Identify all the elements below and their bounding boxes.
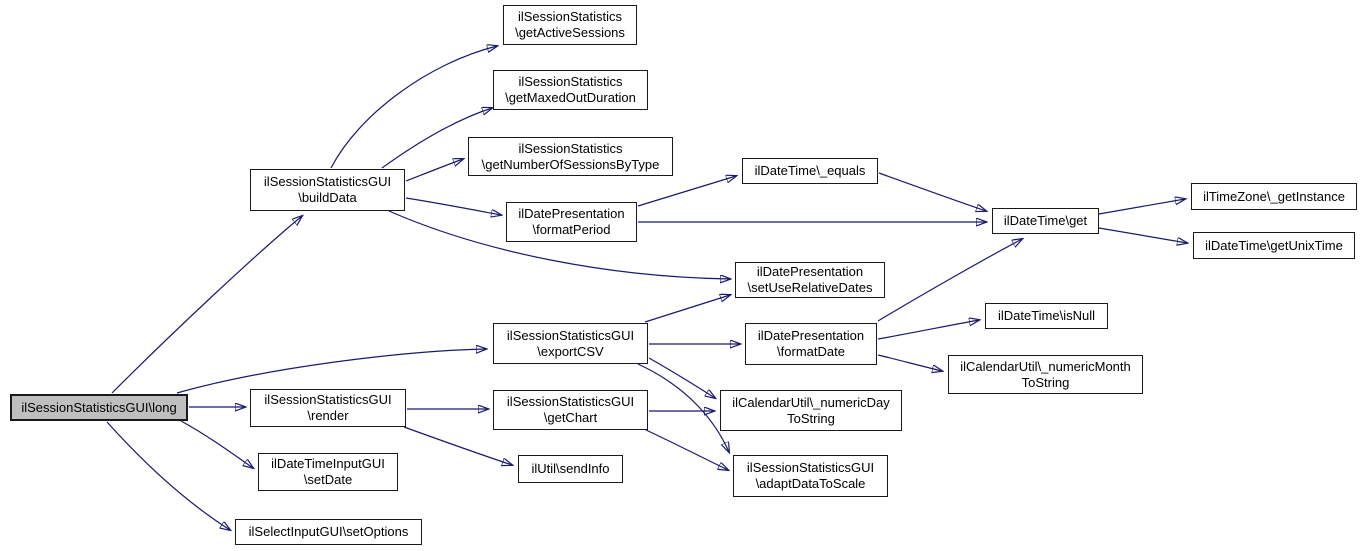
node-label: \render	[307, 408, 349, 423]
edge-export-csv-to-adapt-data-to-scale	[637, 363, 729, 452]
node-label: ilDatePresentation	[757, 328, 865, 343]
node-label: \setUseRelativeDates	[747, 280, 873, 295]
edge-long-to-build-data	[111, 216, 302, 394]
edge-build-data-to-get-active-sessions	[330, 46, 497, 169]
edge-format-date-to-get	[877, 239, 1022, 322]
node-label: ilDateTime\_equals	[754, 163, 866, 178]
node-label: ilSelectInputGUI\setOptions	[248, 524, 409, 539]
node-label: ilDateTime\get	[1003, 213, 1088, 228]
node-set-use-relative-dates[interactable]: ilDatePresentation \setUseRelativeDates	[735, 262, 885, 298]
node-get-maxed-out-duration[interactable]: ilSessionStatistics \getMaxedOutDuration	[493, 70, 648, 110]
node-label: ilSessionStatisticsGUI	[746, 460, 875, 475]
node-format-date[interactable]: ilDatePresentation \formatDate	[745, 323, 877, 365]
node-build-data[interactable]: ilSessionStatisticsGUI \buildData	[250, 169, 405, 211]
node-label: ilSessionStatisticsGUI\long	[21, 399, 177, 415]
node-get-unix-time[interactable]: ilDateTime\getUnixTime	[1193, 232, 1355, 259]
edge-build-data-to-set-use-relative-dates	[388, 210, 730, 279]
node-label: ilSessionStatistics	[518, 74, 623, 89]
node-label: \getMaxedOutDuration	[505, 90, 636, 105]
edge-long-to-export-csv	[176, 349, 486, 394]
edge-build-data-to-format-period	[405, 197, 501, 215]
edge-export-csv-to-numeric-day-to-string	[648, 357, 715, 398]
node-label: \formatPeriod	[532, 222, 611, 237]
node-label: ilDateTime\isNull	[997, 308, 1096, 323]
edge-build-data-to-get-number-of-sessions	[405, 159, 463, 182]
node-label: ilUtil\sendInfo	[531, 461, 610, 476]
node-numeric-day-to-string[interactable]: ilCalendarUtil\_numericDay ToString	[720, 390, 902, 431]
node-label: \getChart	[543, 410, 598, 425]
edge-render-to-send-info	[403, 426, 512, 465]
node-label: ilSessionStatisticsGUI	[506, 327, 635, 343]
edge-get-to-get-instance	[1098, 199, 1185, 215]
edge-long-to-set-options	[106, 421, 230, 530]
node-label: ilSessionStatistics	[518, 140, 623, 156]
node-get[interactable]: ilDateTime\get	[992, 208, 1099, 234]
edge-get-to-get-unix-time	[1098, 227, 1187, 243]
node-send-info[interactable]: ilUtil\sendInfo	[518, 455, 623, 483]
edge-format-date-to-numeric-month-to-string	[877, 354, 942, 371]
node-label: ilDateTimeInputGUI	[271, 456, 385, 471]
node-get-chart[interactable]: ilSessionStatisticsGUI \getChart	[493, 390, 648, 430]
node-label: ilSessionStatisticsGUI	[264, 392, 392, 407]
node-label: ilSessionStatisticsGUI	[506, 394, 635, 409]
node-label: \getActiveSessions	[515, 25, 625, 40]
node-label: \formatDate	[777, 344, 845, 359]
node-label: ilTimeZone\_getInstance	[1203, 188, 1345, 204]
node-label: ilSessionStatistics	[517, 9, 623, 24]
node-label: \getNumberOfSessionsByType	[481, 156, 660, 172]
node-export-csv[interactable]: ilSessionStatisticsGUI \exportCSV	[493, 323, 648, 364]
edge-get-chart-to-adapt-data-to-scale	[645, 429, 728, 470]
node-get-active-sessions[interactable]: ilSessionStatistics \getActiveSessions	[503, 5, 637, 45]
node-label: \exportCSV	[537, 343, 604, 359]
node-label: ilDateTime\getUnixTime	[1205, 237, 1343, 253]
node-label: ilSessionStatisticsGUI	[263, 174, 392, 189]
node-numeric-month-to-string[interactable]: ilCalendarUtil\_numericMonth ToString	[948, 355, 1143, 394]
node-is-null[interactable]: ilDateTime\isNull	[985, 303, 1108, 329]
node-get-instance[interactable]: ilTimeZone\_getInstance	[1191, 183, 1357, 210]
edge-equals-to-get	[878, 172, 986, 211]
node-label: ilCalendarUtil\_numericMonth	[960, 358, 1131, 374]
node-label: ilCalendarUtil\_numericDay	[732, 394, 890, 410]
node-set-date[interactable]: ilDateTimeInputGUI \setDate	[258, 453, 398, 491]
node-label: ilDatePresentation	[518, 206, 625, 221]
node-format-period[interactable]: ilDatePresentation \formatPeriod	[506, 202, 637, 242]
edge-format-period-to-equals	[637, 176, 736, 207]
node-long[interactable]: ilSessionStatisticsGUI\long	[10, 394, 188, 421]
node-equals[interactable]: ilDateTime\_equals	[742, 158, 878, 184]
node-adapt-data-to-scale[interactable]: ilSessionStatisticsGUI \adaptDataToScale	[733, 455, 888, 497]
node-label: ToString	[787, 410, 835, 426]
node-label: \setDate	[303, 472, 353, 487]
node-set-options[interactable]: ilSelectInputGUI\setOptions	[235, 519, 422, 545]
node-label: ToString	[1021, 374, 1070, 390]
edge-long-to-set-date	[180, 420, 253, 468]
node-get-number-of-sessions-by-type[interactable]: ilSessionStatistics \getNumberOfSessions…	[468, 137, 673, 176]
node-label: \buildData	[298, 190, 357, 205]
edge-format-date-to-is-null	[877, 320, 979, 340]
node-label: ilDatePresentation	[756, 264, 864, 279]
node-label: \adaptDataToScale	[755, 476, 866, 491]
edge-build-data-to-get-maxed-out-duration	[381, 108, 492, 169]
node-render[interactable]: ilSessionStatisticsGUI \render	[250, 389, 406, 427]
edge-export-csv-to-set-use-relative-dates	[644, 295, 730, 323]
